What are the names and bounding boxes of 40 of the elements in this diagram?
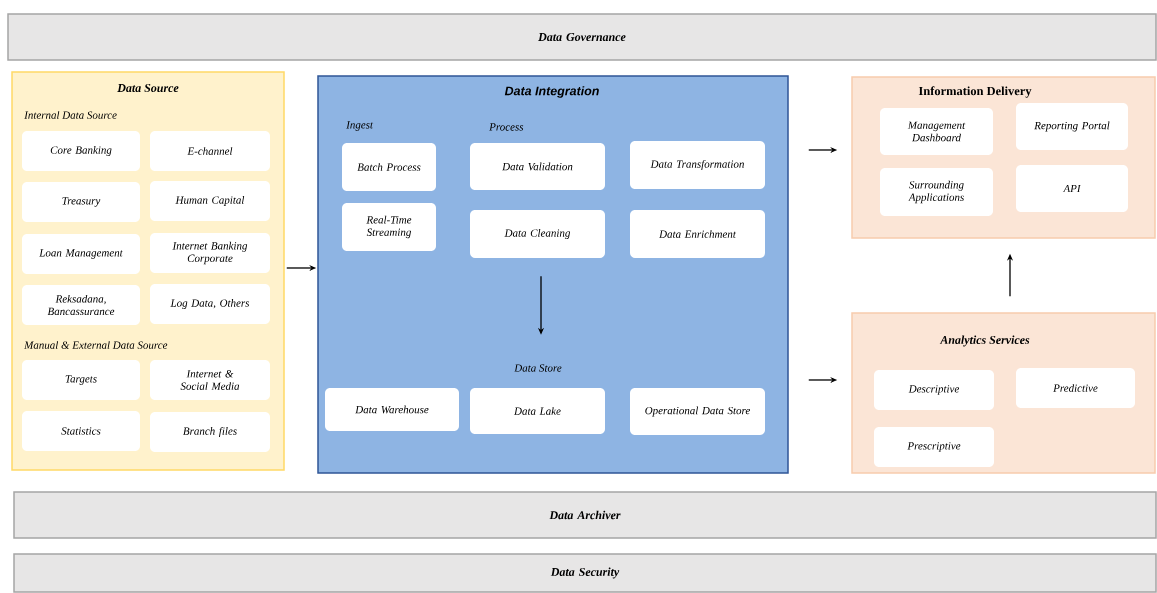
item-box: Core Banking [22,131,140,171]
band: Data Archiver [13,491,1157,539]
item-box: E-channel [150,131,270,171]
item-box: Descriptive [874,370,994,410]
item-box: Reporting Portal [1016,103,1128,150]
item-box: Human Capital [150,181,270,221]
item-box: Predictive [1016,368,1135,408]
item-box: Data Enrichment [630,210,765,258]
item-box: Log Data, Others [150,284,270,324]
section-heading: Data Store [514,364,562,372]
panel-heading: Data Integration [504,86,599,98]
item-box: Data Transformation [630,141,765,189]
item-box: Operational Data Store [630,388,765,435]
item-box: Prescriptive [874,427,994,467]
item-box: Data Lake [470,388,605,434]
panel-heading: Analytics Services [939,335,1030,347]
item-box: Data Validation [470,143,605,190]
item-box: Surrounding Applications [880,168,993,216]
panel-heading: Data Source [117,83,179,92]
item-box: Real-Time Streaming [342,203,436,251]
item-box: Branch files [150,412,270,452]
item-box: Targets [22,360,140,400]
item-box: Statistics [22,411,140,451]
item-box: Internet Banking Corporate [150,233,270,273]
section-heading: Manual & External Data Source [24,341,168,349]
item-box: Loan Management [22,234,140,274]
section-heading: Process [489,123,524,131]
item-box: Management Dashboard [880,108,993,155]
item-box: Internet & Social Media [150,360,270,400]
section-heading: Internal Data Source [24,111,117,119]
item-box: Reksadana, Bancassurance [22,285,140,325]
band: Data Security [13,553,1157,593]
panel-heading: Information Delivery [918,86,1032,98]
item-box: Data Cleaning [470,210,605,258]
item-box: Treasury [22,182,140,222]
band: Data Governance [7,13,1157,61]
item-box: API [1016,165,1128,212]
item-box: Batch Process [342,143,436,191]
item-box: Data Warehouse [325,388,459,431]
section-heading: Ingest [346,121,374,131]
